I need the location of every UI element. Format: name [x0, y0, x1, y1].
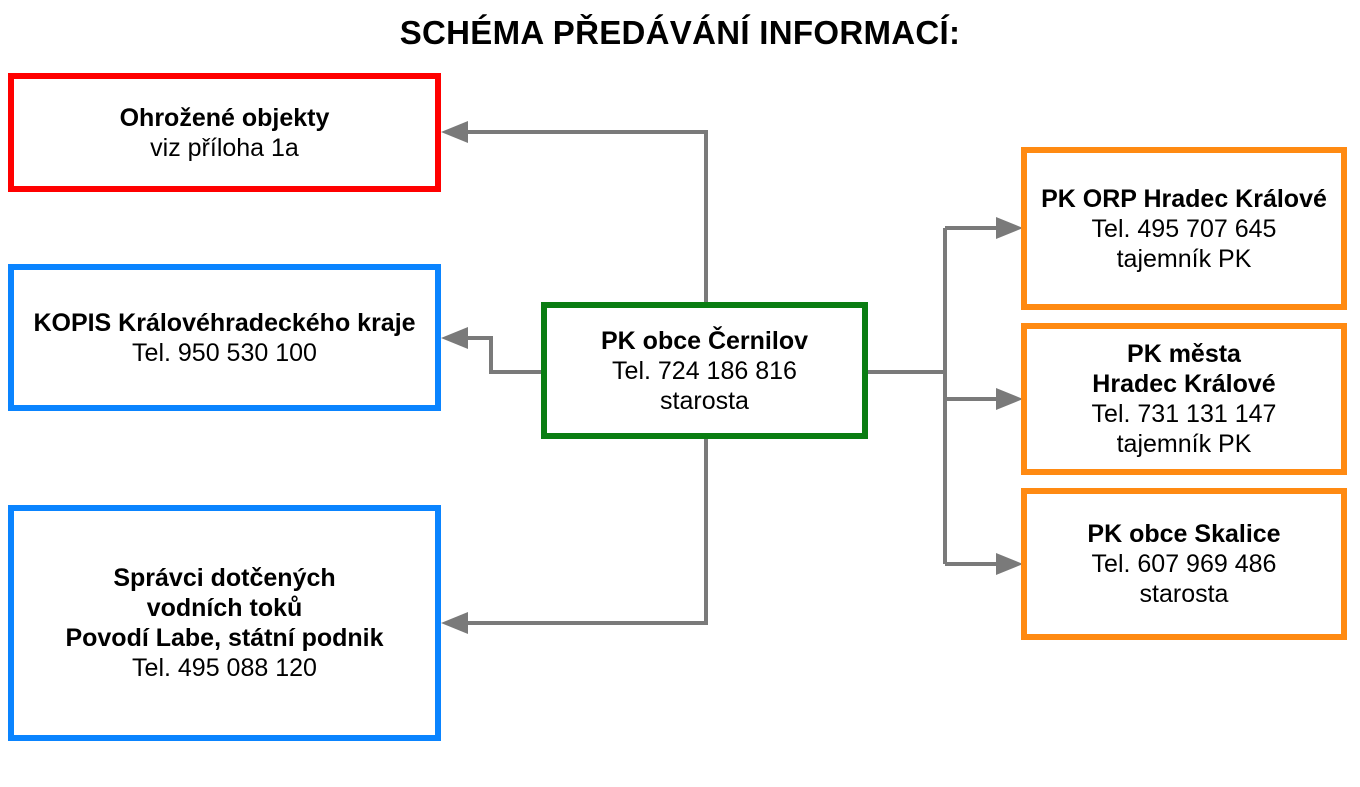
- threatened-objects-note: viz příloha 1a: [150, 133, 299, 162]
- orp-role: tajemník PK: [1116, 244, 1252, 273]
- center-title: PK obce Černilov: [601, 326, 808, 355]
- connector-to-water: [466, 437, 708, 625]
- arrowhead-city: [996, 388, 1023, 410]
- water-managers-phone: Tel. 495 088 120: [132, 654, 317, 682]
- city-role: tajemník PK: [1116, 430, 1252, 458]
- arrowhead-threatened: [441, 121, 468, 143]
- arrowhead-kopis: [441, 327, 468, 349]
- page-title: SCHÉMA PŘEDÁVÁNÍ INFORMACÍ:: [399, 14, 961, 51]
- skalice-box: PK obce Skalice Tel. 607 969 486 starost…: [1021, 488, 1347, 640]
- orp-box: PK ORP Hradec Králové Tel. 495 707 645 t…: [1021, 147, 1347, 310]
- threatened-objects-title: Ohrožené objekty: [119, 103, 330, 132]
- skalice-title: PK obce Skalice: [1087, 520, 1281, 548]
- skalice-phone: Tel. 607 969 486: [1091, 550, 1277, 578]
- city-phone: Tel. 731 131 147: [1091, 400, 1277, 428]
- connector-to-threatened: [466, 130, 708, 303]
- connector-to-kopis: [466, 336, 543, 374]
- kopis-box: KOPIS Královéhradeckého kraje Tel. 950 5…: [8, 264, 441, 411]
- water-managers-line2: vodních toků: [146, 594, 303, 622]
- city-line2: Hradec Králové: [1092, 370, 1276, 398]
- kopis-phone: Tel. 950 530 100: [132, 338, 317, 367]
- orp-phone: Tel. 495 707 645: [1091, 214, 1277, 243]
- water-managers-box: Správci dotčených vodních toků Povodí La…: [8, 505, 441, 741]
- arrowhead-water: [441, 612, 468, 634]
- arrowhead-orp: [996, 217, 1023, 239]
- water-managers-line1: Správci dotčených: [113, 564, 336, 592]
- center-phone: Tel. 724 186 816: [612, 356, 797, 385]
- city-box: PK města Hradec Králové Tel. 731 131 147…: [1021, 323, 1347, 475]
- threatened-objects-box: Ohrožené objekty viz příloha 1a: [8, 73, 441, 192]
- center-role: starosta: [660, 386, 749, 415]
- skalice-role: starosta: [1139, 580, 1229, 608]
- kopis-title: KOPIS Královéhradeckého kraje: [33, 308, 416, 337]
- arrowhead-skalice: [996, 553, 1023, 575]
- center-box: PK obce Černilov Tel. 724 186 816 staros…: [541, 302, 868, 439]
- city-line1: PK města: [1127, 340, 1241, 368]
- orp-title: PK ORP Hradec Králové: [1041, 184, 1327, 213]
- water-managers-line3: Povodí Labe, státní podnik: [65, 624, 384, 652]
